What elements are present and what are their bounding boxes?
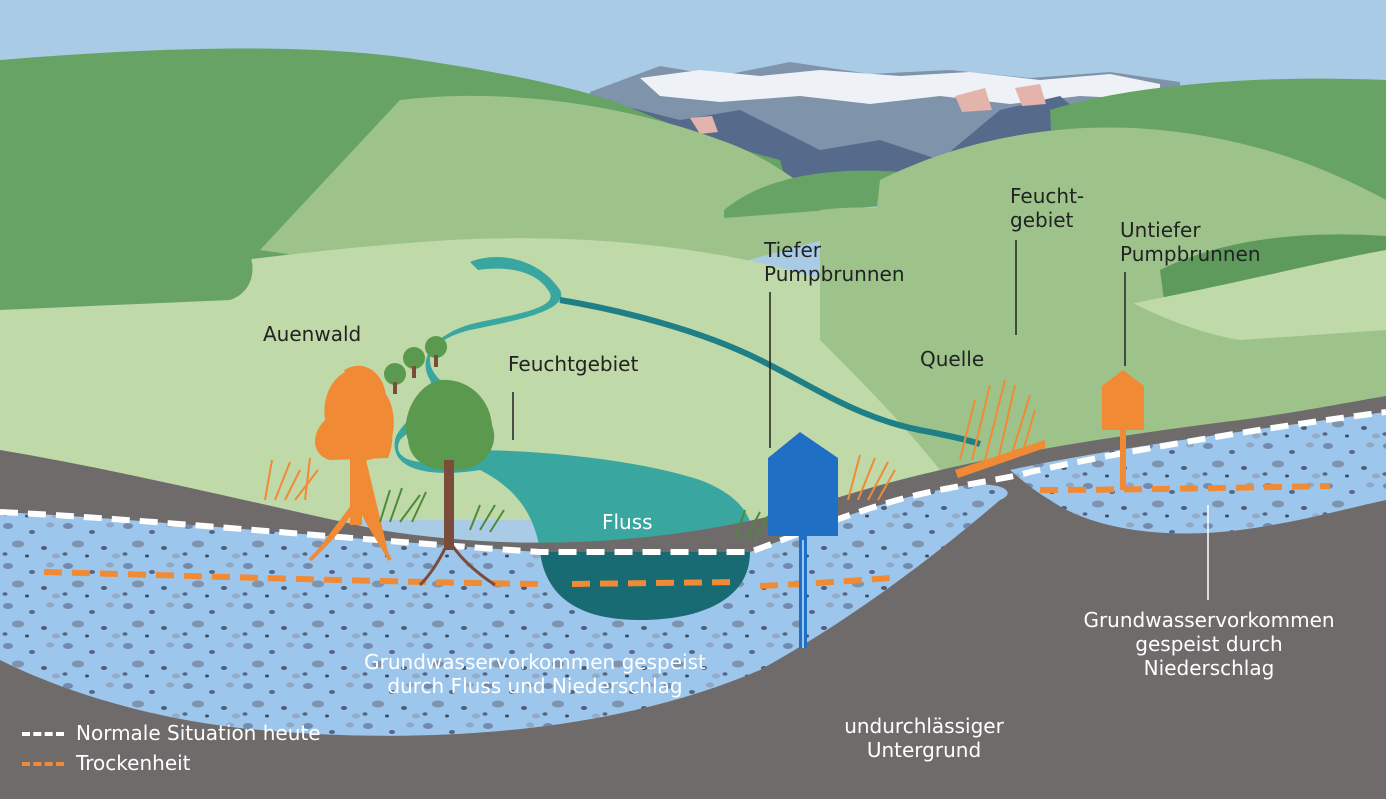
label-quelle: Quelle — [920, 347, 985, 371]
label-bedrock: undurchlässiger Untergrund — [844, 714, 1004, 762]
label-groundwater-river: Grundwasservorkommen gespeist durch Flus… — [364, 650, 706, 698]
label-feuchtgebiet-hill: Feucht- gebiet — [1010, 184, 1085, 232]
river — [394, 257, 981, 552]
label-tiefer-pumpbrunnen: Tiefer Pumpbrunnen — [764, 238, 905, 286]
leader-lines — [512, 240, 1209, 600]
legend-swatch-drought — [22, 762, 64, 766]
deep-well — [768, 432, 838, 648]
legend-swatch-normal — [22, 732, 64, 736]
water-table-normal — [0, 409, 1386, 555]
shallow-well — [1102, 370, 1144, 490]
legend-label-drought: Trockenheit — [76, 751, 191, 775]
label-groundwater-rain: Grundwasservorkommen gespeist durch Nied… — [1083, 608, 1335, 680]
water-table-drought — [43, 483, 1331, 589]
legend-label-normal: Normale Situation heute — [76, 721, 321, 745]
reeds — [264, 379, 1045, 541]
aquifer-river — [0, 484, 1008, 736]
floodplain-forest — [308, 336, 496, 587]
label-auenwald: Auenwald — [263, 322, 362, 346]
label-untiefer-pumpbrunnen: Untiefer Pumpbrunnen — [1120, 218, 1261, 266]
aquifer-rain — [1010, 412, 1386, 534]
label-fluss: Fluss — [602, 510, 653, 534]
label-feuchtgebiet-river: Feuchtgebiet — [508, 352, 639, 376]
